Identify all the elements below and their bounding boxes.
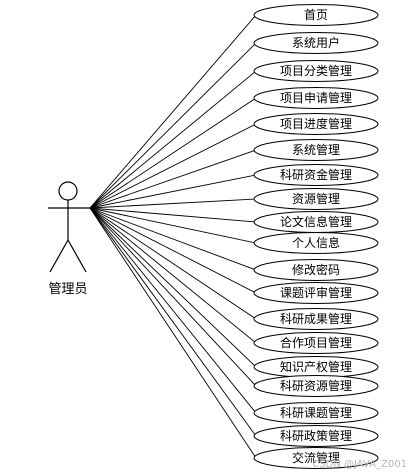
use-case-label: 系统管理 — [292, 142, 340, 157]
use-case-ellipse — [253, 308, 379, 330]
use-case-label: 课题评审管理 — [280, 285, 352, 300]
association-line — [89, 207, 257, 387]
use-case-label: 修改密码 — [292, 262, 340, 277]
use-case-ellipse — [253, 447, 379, 469]
use-case-label: 科研政策管理 — [280, 428, 352, 443]
association-line — [89, 42, 257, 209]
actor-label: 管理员 — [48, 282, 88, 297]
use-case-ellipse — [253, 259, 379, 281]
use-case-ellipse — [253, 332, 379, 354]
association-line — [89, 207, 257, 344]
association-line — [89, 207, 257, 459]
use-case-label: 首页 — [304, 8, 328, 22]
use-case: 科研成果管理 — [253, 308, 379, 330]
association-line — [89, 14, 257, 209]
use-case: 项目申请管理 — [253, 87, 379, 109]
association-line — [89, 149, 257, 209]
use-case: 合作项目管理 — [253, 332, 379, 354]
use-case: 系统用户 — [253, 32, 379, 54]
use-case-label: 项目申请管理 — [280, 90, 352, 105]
association-line — [89, 207, 257, 244]
use-case-label: 科研成果管理 — [280, 311, 352, 326]
use-case-label: 交流管理 — [292, 450, 340, 465]
actor-left-leg — [49, 239, 69, 273]
use-case-label: 项目进度管理 — [280, 116, 352, 131]
use-case-ellipse — [253, 32, 379, 54]
use-case-ellipse — [253, 164, 379, 186]
use-case-label: 论文信息管理 — [280, 214, 352, 229]
use-case: 个人信息 — [253, 232, 379, 254]
use-case-ellipse — [253, 139, 379, 161]
actor-head — [58, 181, 78, 201]
watermark: CSDN @JAVA_Z001 — [312, 459, 407, 470]
use-case-ellipse — [253, 402, 379, 424]
use-case: 论文信息管理 — [253, 211, 379, 233]
use-case: 系统管理 — [253, 139, 379, 161]
use-case-label: 资源管理 — [292, 191, 340, 206]
association-line — [89, 70, 257, 209]
use-case-label: 知识产权管理 — [280, 359, 352, 374]
use-case-label: 科研资金管理 — [280, 167, 352, 182]
use-case-ellipse — [253, 113, 379, 135]
association-line — [89, 198, 257, 209]
use-case-label: 科研资源管理 — [280, 378, 352, 393]
association-line — [89, 97, 257, 209]
use-case-label: 系统用户 — [292, 35, 340, 50]
association-line — [89, 207, 257, 368]
association-line — [89, 207, 257, 437]
use-case: 修改密码 — [253, 259, 379, 281]
association-line — [89, 207, 257, 294]
actor-stick-figure — [48, 181, 90, 273]
use-case: 首页 — [253, 4, 379, 26]
use-case: 项目分类管理 — [253, 60, 379, 82]
association-line — [89, 207, 257, 223]
use-case: 项目进度管理 — [253, 113, 379, 135]
use-case-label: 项目分类管理 — [280, 63, 352, 78]
use-case: 科研课题管理 — [253, 402, 379, 424]
use-case-ellipse — [253, 375, 379, 397]
use-case: 科研资金管理 — [253, 164, 379, 186]
use-case-ellipse — [253, 232, 379, 254]
use-case-ellipse — [253, 425, 379, 447]
use-case-ellipse — [253, 60, 379, 82]
use-case: 科研政策管理 — [253, 425, 379, 447]
association-line — [89, 174, 257, 209]
use-case-ellipse — [253, 282, 379, 304]
use-case-label: 合作项目管理 — [280, 335, 352, 350]
association-line — [89, 123, 257, 209]
use-case: 科研资源管理 — [253, 375, 379, 397]
use-case-ellipse — [253, 188, 379, 210]
actor-right-leg — [67, 239, 87, 273]
association-line — [89, 207, 257, 320]
use-case: 交流管理 — [253, 447, 379, 469]
use-case-ellipse — [253, 87, 379, 109]
use-case: 课题评审管理 — [253, 282, 379, 304]
association-line — [89, 207, 257, 414]
use-case: 知识产权管理 — [253, 356, 379, 378]
association-line — [89, 207, 257, 271]
use-case: 资源管理 — [253, 188, 379, 210]
use-case-label: 科研课题管理 — [280, 405, 352, 420]
use-case-ellipse — [253, 4, 379, 26]
use-case-label: 个人信息 — [292, 235, 340, 250]
